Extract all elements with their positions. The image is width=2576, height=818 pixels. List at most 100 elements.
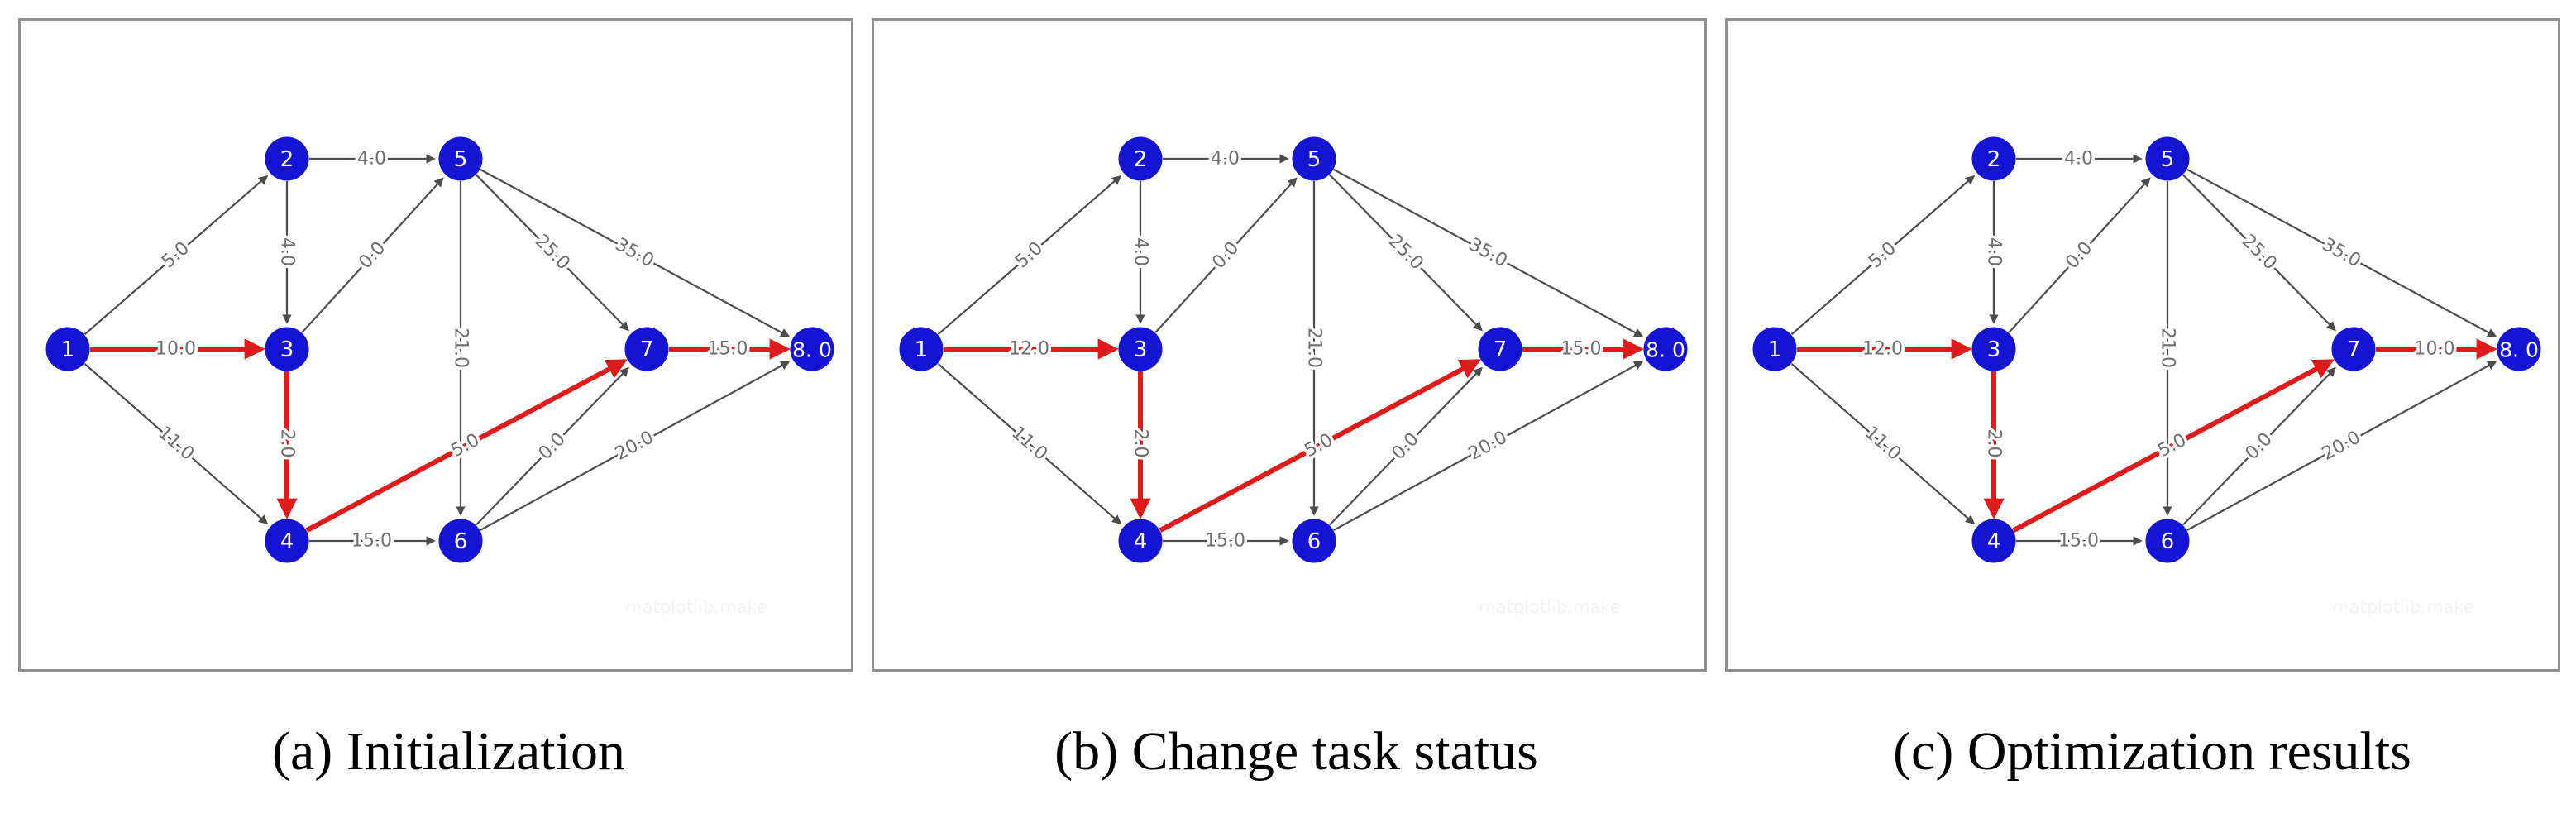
edge-weight-5-8: 35.0 (612, 234, 657, 271)
edge-6-to-7 (1329, 366, 1483, 526)
watermark: matplotlib:make (2332, 597, 2474, 617)
caption-c: (c) Optimization results (1893, 721, 2411, 782)
panel-b-frame (872, 18, 1707, 672)
edge-weight-halo-1-3: 12.0 (1862, 339, 1903, 360)
graph-node-4[interactable] (1118, 519, 1163, 563)
edge-weight-1-4: 11.0 (1861, 423, 1905, 465)
watermark: matplotlib:make (1479, 597, 1621, 617)
edge-5-to-8 (480, 168, 791, 337)
edge-weight-1-2: 5.0 (158, 238, 194, 273)
graph-node-4[interactable] (265, 519, 309, 563)
graph-node-label-2: 2 (280, 147, 294, 172)
edge-layer (1790, 154, 2497, 546)
edge-weight-6-8: 20.0 (2319, 427, 2364, 464)
edge-weight-halo-5-6: 21.0 (2158, 328, 2178, 368)
graph-node-6[interactable] (2145, 519, 2190, 563)
edge-weight-7-8: 10.0 (2415, 339, 2455, 360)
graph-node-label-8: 8. 0 (2499, 338, 2539, 362)
edge-weight-halo-7-8: 15.0 (708, 339, 748, 360)
graph-node-5[interactable] (438, 136, 483, 181)
edge-weight-1-4: 11.0 (154, 423, 198, 465)
edge-weight-halo-7-8: 10.0 (2415, 339, 2455, 360)
edge-4-to-7 (305, 358, 628, 533)
edge-weight-6-8: 20.0 (1465, 427, 1511, 464)
graph-node-1[interactable] (45, 327, 90, 371)
caption-row: (a) Initialization (b) Change task statu… (0, 685, 2576, 818)
edge-weight-3-4: 2.0 (1984, 429, 2005, 458)
edge-weight-halo-4-6: 15.0 (1205, 531, 1245, 552)
graph-node-1[interactable] (899, 327, 944, 371)
edge-weight-4-6: 15.0 (351, 531, 392, 552)
edge-weight-halo-3-4: 2.0 (277, 429, 298, 458)
graph-node-7[interactable] (624, 327, 669, 371)
edge-1-to-2 (1790, 175, 1976, 336)
graph-node-label-8: 8. 0 (1646, 338, 1685, 362)
graph-node-label-7: 7 (1494, 337, 1508, 362)
graph-node-3[interactable] (1971, 327, 2016, 371)
graph-node-8[interactable] (2497, 327, 2541, 371)
graph-node-label-3: 3 (1134, 337, 1148, 362)
graph-node-label-7: 7 (640, 337, 654, 362)
edge-5-to-8 (1333, 168, 1644, 337)
edge-weight-5-6: 21.0 (451, 328, 471, 368)
edge-weight-4-7: 5.0 (2154, 430, 2190, 462)
edge-5-to-8 (2186, 168, 2497, 337)
edge-weight-4-6: 15.0 (2058, 531, 2099, 552)
edge-weight-halo-2-3: 4.0 (1130, 237, 1151, 266)
edge-4-to-7 (1159, 358, 1481, 533)
edge-layer (84, 154, 791, 546)
edge-weight-halo-2-5: 4.0 (2064, 149, 2093, 170)
graph-canvas-c: 5.05.012.012.011.011.04.04.04.04.02.02.0… (1752, 136, 2541, 617)
edge-weight-5-8: 35.0 (1465, 234, 1511, 271)
graph-node-label-5: 5 (2161, 147, 2175, 172)
graph-node-5[interactable] (1292, 136, 1336, 181)
edge-weight-2-5: 4.0 (2064, 149, 2093, 170)
edge-5-to-7 (1329, 174, 1483, 332)
graph-node-3[interactable] (1118, 327, 1163, 371)
graph-node-label-5: 5 (1307, 147, 1321, 172)
graph-node-8[interactable] (1643, 327, 1688, 371)
graph-node-7[interactable] (2331, 327, 2376, 371)
graph-node-8[interactable] (790, 327, 834, 371)
edge-weight-7-8: 15.0 (708, 339, 748, 360)
edge-weight-1-4: 11.0 (1007, 423, 1051, 465)
graph-node-2[interactable] (1118, 136, 1163, 181)
graph-node-label-3: 3 (280, 337, 294, 362)
edge-6-to-7 (2182, 366, 2336, 526)
graph-node-label-4: 4 (280, 529, 294, 554)
edge-layer (937, 154, 1644, 546)
graph-canvas-a: 5.05.010.010.011.011.04.04.04.04.02.02.0… (45, 136, 834, 617)
edge-1-to-4 (1790, 362, 1976, 525)
edge-weight-1-2: 5.0 (1865, 238, 1900, 273)
graph-node-6[interactable] (1292, 519, 1336, 563)
graph-node-2[interactable] (265, 136, 309, 181)
graph-node-2[interactable] (1971, 136, 2016, 181)
edge-weight-halo-7-8: 15.0 (1561, 339, 1602, 360)
edge-5-to-7 (2182, 174, 2336, 332)
edge-weight-halo-1-3: 10.0 (155, 339, 196, 360)
edge-weight-1-2: 5.0 (1011, 238, 1047, 273)
graph-node-label-4: 4 (1987, 529, 2001, 554)
edge-1-to-2 (84, 175, 269, 336)
graph-node-4[interactable] (1971, 519, 2016, 563)
edge-weight-1-3: 12.0 (1862, 339, 1903, 360)
edge-weight-5-6: 21.0 (2158, 328, 2178, 368)
graph-node-1[interactable] (1752, 327, 1797, 371)
graph-node-label-1: 1 (61, 337, 75, 362)
edge-weight-halo-2-5: 4.0 (1211, 149, 1240, 170)
graph-node-6[interactable] (438, 519, 483, 563)
edge-6-to-7 (476, 366, 629, 526)
edge-6-to-8 (1333, 361, 1644, 532)
graph-node-7[interactable] (1478, 327, 1522, 371)
graph-node-3[interactable] (265, 327, 309, 371)
graph-node-5[interactable] (2145, 136, 2190, 181)
graph-node-label-2: 2 (1987, 147, 2001, 172)
edge-weight-4-7: 5.0 (1301, 430, 1336, 462)
